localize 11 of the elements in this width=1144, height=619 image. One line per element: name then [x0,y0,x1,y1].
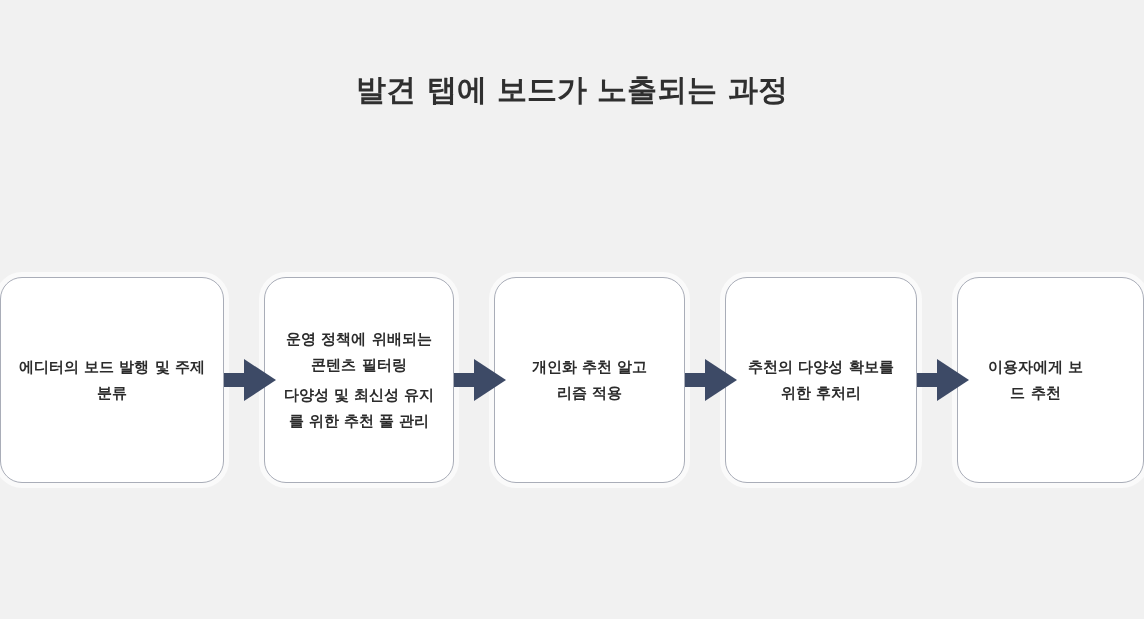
box-text: 운영 정책에 위배되는 콘텐츠 필터링 [285,330,433,375]
box-text: 이용자에게 보드 추천 [986,358,1085,403]
title: 발견 탭에 보드가 노출되는 과정 [355,71,789,109]
box-text: 에디터의 보드 발행 및 주제 분류 [18,358,206,403]
arrow [917,359,969,401]
arrow [224,359,276,401]
arrow [454,359,506,401]
box-text: 개인화 추천 알고리즘 적용 [530,358,649,403]
arrow [685,359,737,401]
box-text: 추천의 다양성 확보를 위한 후처리 [747,358,895,403]
box-text: 다양성 및 최신성 유지를 위한 추천 풀 관리 [282,386,436,431]
